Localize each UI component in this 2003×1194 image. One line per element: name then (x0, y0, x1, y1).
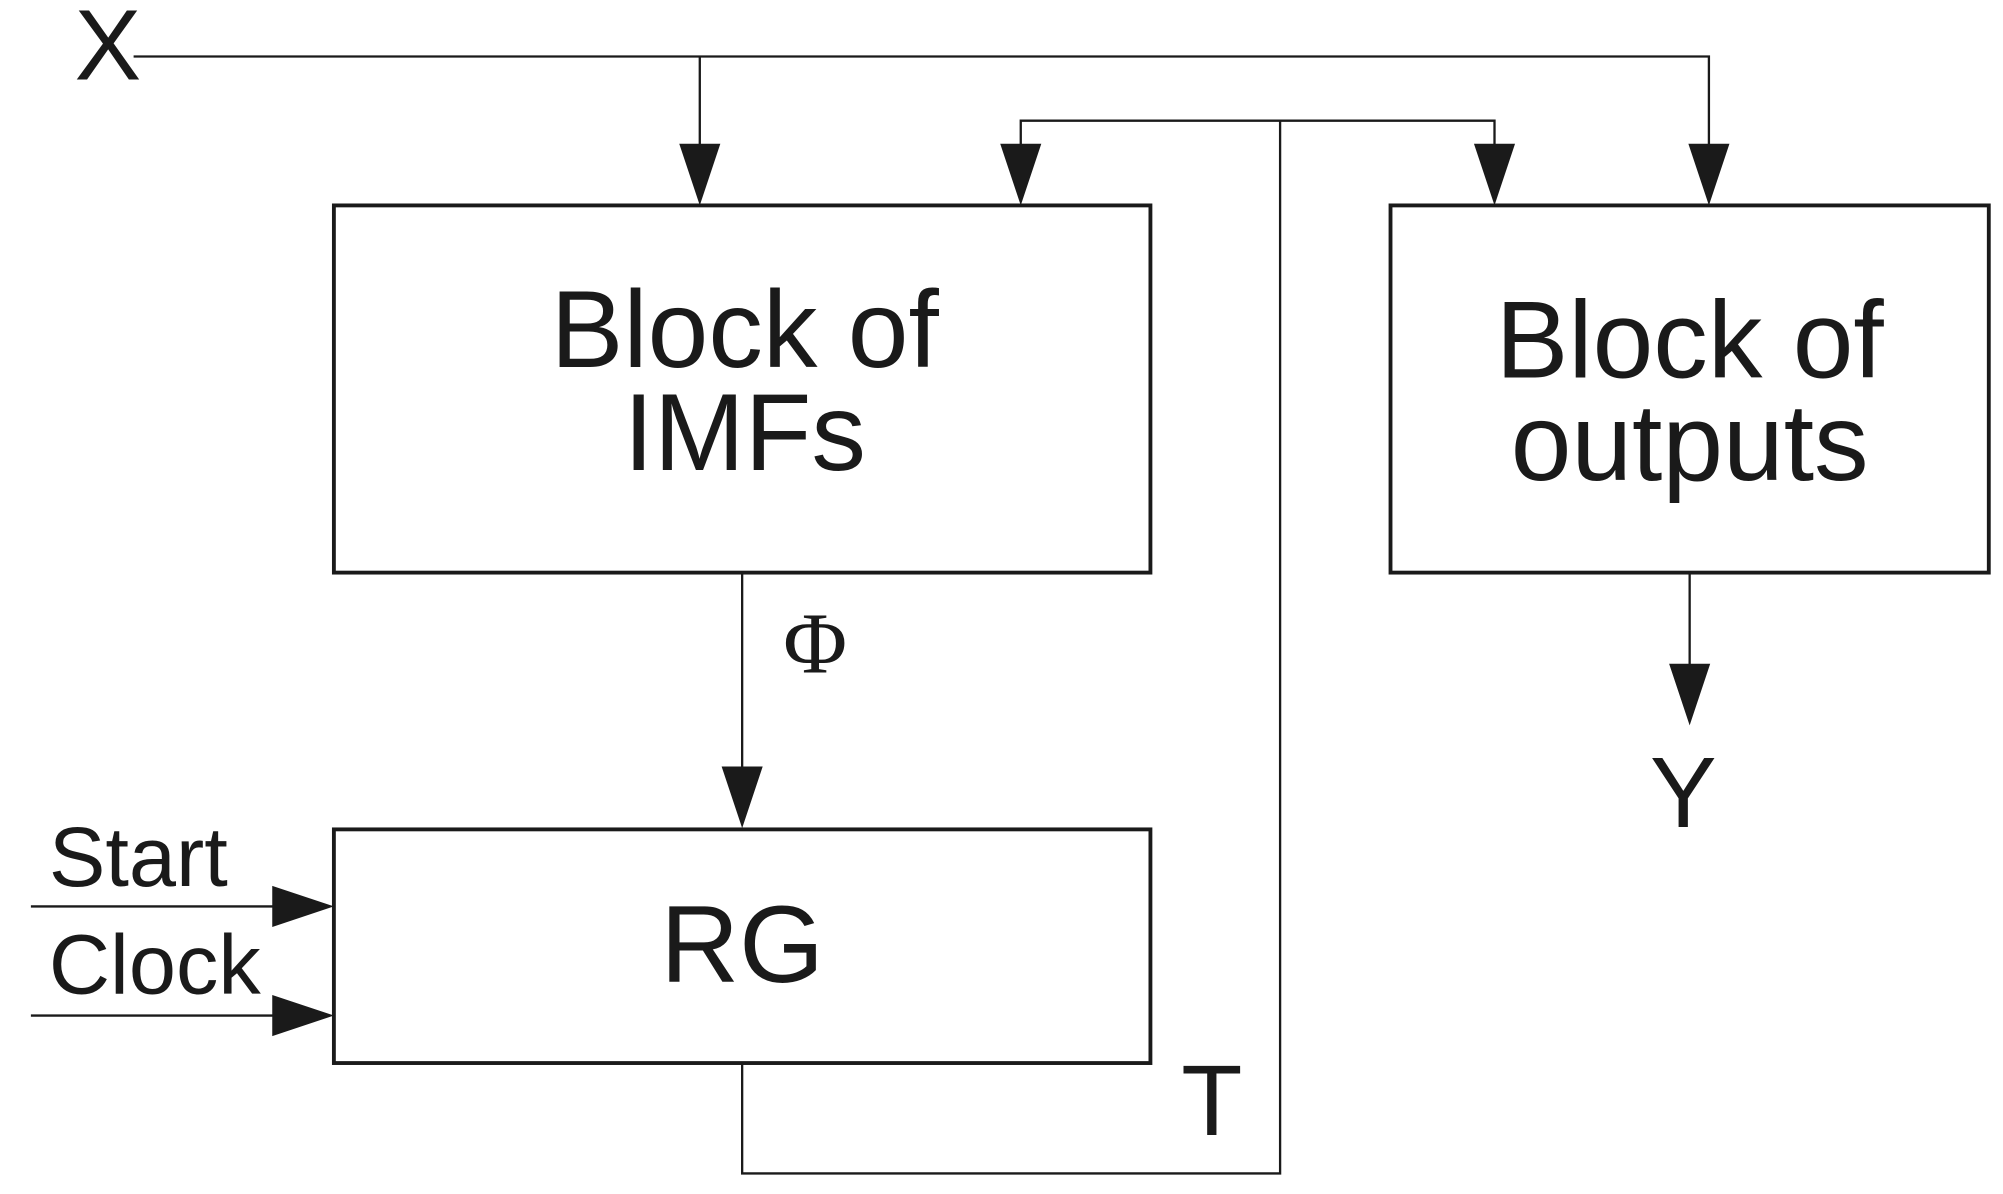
signal-y-label: Y (1650, 737, 1717, 849)
signal-clock-label: Clock (49, 917, 261, 1012)
signal-x-label: X (75, 0, 142, 102)
block-imfs-label-line2: IMFs (624, 372, 866, 494)
signal-start-label: Start (49, 809, 228, 904)
t-feedback-wire (741, 120, 1282, 1175)
t-to-imfs-arrow (1000, 143, 1042, 206)
block-imfs (331, 203, 1153, 575)
start-arrow (272, 885, 334, 927)
t-to-outputs-arrow (1473, 143, 1516, 206)
phi-arrow (721, 766, 763, 829)
x-to-imfs-arrow (679, 143, 721, 206)
block-outputs (1388, 203, 1991, 575)
signal-t-label: T (1181, 1045, 1242, 1157)
clock-arrow (272, 995, 334, 1037)
t-bus-wire (1019, 119, 1496, 155)
block-register (331, 827, 1153, 1065)
block-register-label: RG (660, 884, 824, 1006)
x-to-outputs-arrow (1688, 143, 1730, 206)
x-bus-wire (133, 55, 1711, 155)
y-output-arrow (1669, 663, 1711, 726)
block-outputs-label-line1: Block of (1496, 279, 1885, 401)
signal-phi-label: Φ (783, 595, 847, 692)
block-imfs-label-line1: Block of (551, 269, 940, 391)
block-outputs-label-line2: outputs (1511, 382, 1869, 504)
